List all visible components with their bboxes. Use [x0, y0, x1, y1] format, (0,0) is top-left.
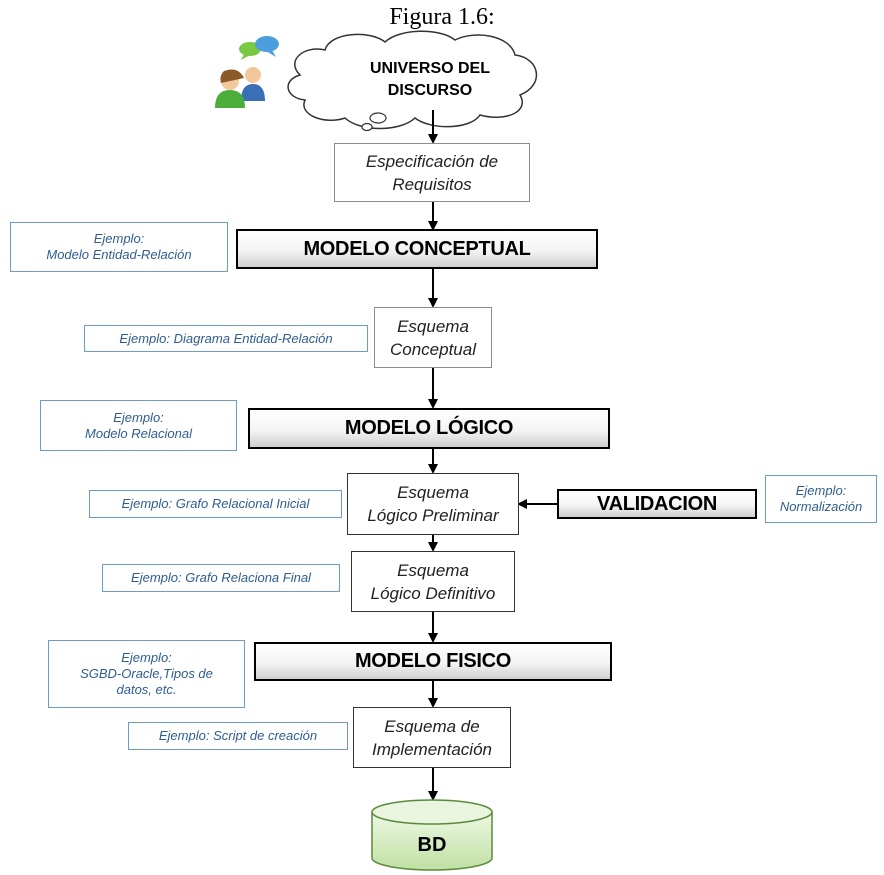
validacion-box: VALIDACION	[557, 489, 757, 519]
logico-definitivo-line2: Lógico Definitivo	[370, 583, 496, 603]
example-relacional-line1: Ejemplo:	[113, 409, 164, 425]
logico-preliminar-line1: Esquema	[397, 483, 469, 502]
logico-preliminar-line2: Lógico Preliminar	[367, 506, 499, 525]
example-diagrama: Ejemplo: Diagrama Entidad-Relación	[84, 325, 368, 352]
example-conceptual: Ejemplo: Modelo Entidad-Relación	[10, 222, 228, 272]
requisitos-line2: Requisitos	[392, 174, 472, 194]
example-fisico: Ejemplo: SGBD-Oracle,Tipos de datos, etc…	[48, 640, 245, 708]
modelo-logico-box: MODELO LÓGICO	[248, 408, 610, 449]
example-grafo-final: Ejemplo: Grafo Relaciona Final	[102, 564, 340, 592]
logico-definitivo-box: Esquema Lógico Definitivo	[351, 551, 515, 612]
cloud-shape	[287, 30, 538, 132]
example-relacional: Ejemplo: Modelo Relacional	[40, 400, 237, 451]
people-chat-icon	[215, 36, 279, 108]
example-grafo-inicial: Ejemplo: Grafo Relacional Inicial	[89, 490, 342, 518]
example-normalizacion-line2: Normalización	[779, 499, 863, 514]
logico-definitivo-line1: Esquema	[397, 560, 469, 580]
example-fisico-line2: SGBD-Oracle,Tipos de	[80, 666, 213, 681]
example-normalizacion-line1: Ejemplo:	[795, 483, 847, 498]
database-label: BD	[417, 834, 447, 856]
logico-preliminar-box: Esquema Lógico Preliminar	[347, 473, 519, 535]
implementacion-line1: Esquema de	[384, 716, 480, 736]
implementacion-line2: Implementación	[371, 739, 492, 759]
esquema-conceptual-box: Esquema Conceptual	[374, 307, 492, 368]
esquema-conceptual-line2: Conceptual	[389, 339, 476, 359]
example-fisico-line1: Ejemplo:	[121, 650, 172, 665]
cloud-label: UNIVERSO DEL DISCURSO	[330, 58, 530, 102]
example-relacional-line2: Modelo Relacional	[85, 425, 192, 441]
requisitos-line1: Especificación de	[365, 151, 499, 171]
database-cylinder	[371, 799, 493, 871]
modelo-conceptual-box: MODELO CONCEPTUAL	[236, 229, 598, 269]
implementacion-box: Esquema de Implementación	[353, 707, 511, 768]
figure-caption: Figura 1.6:	[389, 4, 495, 30]
modelo-fisico-box: MODELO FISICO	[254, 642, 612, 681]
cloud-label-line1: UNIVERSO DEL	[369, 60, 490, 77]
example-script: Ejemplo: Script de creación	[128, 722, 348, 750]
requisitos-box: Especificación de Requisitos	[334, 143, 530, 202]
esquema-conceptual-line1: Esquema	[397, 316, 469, 336]
example-conceptual-line2: Modelo Entidad-Relación	[46, 247, 192, 262]
example-conceptual-line1: Ejemplo:	[93, 231, 145, 246]
cloud-label-line2: DISCURSO	[387, 82, 473, 99]
example-normalizacion: Ejemplo: Normalización	[765, 475, 877, 523]
example-fisico-line3: datos, etc.	[116, 682, 177, 697]
